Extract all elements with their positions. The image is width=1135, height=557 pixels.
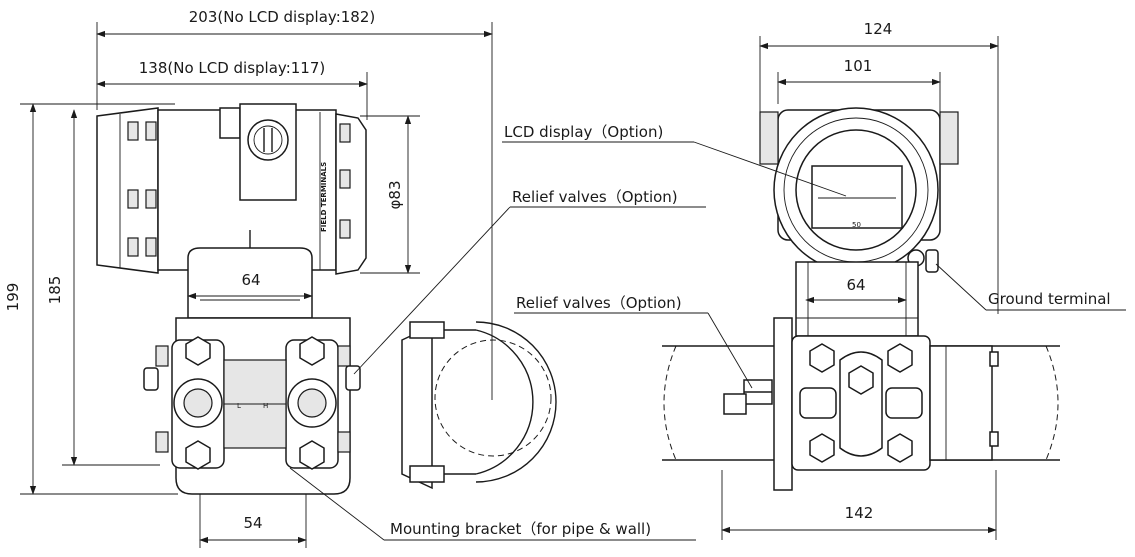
dim-front-124: 124 <box>864 20 893 38</box>
callouts: LCD display（Option) Relief valves（Option… <box>289 123 1126 541</box>
label-ground-terminal: Ground terminal <box>988 290 1111 308</box>
field-terminals-text: FIELD TERMINALS <box>320 162 328 232</box>
lcd-scale-text: 50 <box>852 221 861 229</box>
dim-front-101: 101 <box>844 57 873 75</box>
dim-overall-height: 199 <box>4 283 22 312</box>
dim-housing-diameter: φ83 <box>386 181 404 210</box>
port-high-label: H <box>263 402 268 410</box>
dim-bracket-width-front: 142 <box>845 504 874 522</box>
label-lcd-display: LCD display（Option) <box>504 123 663 141</box>
port-low-label: L <box>237 402 241 410</box>
label-mounting-bracket: Mounting bracket（for pipe & wall) <box>390 520 651 538</box>
dim-flange-width-side: 64 <box>241 271 260 289</box>
dim-bracket-width: 54 <box>243 514 262 532</box>
dim-overall-length: 203(No LCD display:182) <box>189 8 376 26</box>
dim-height-185: 185 <box>46 276 64 305</box>
label-relief-valves-front: Relief valves（Option) <box>516 294 682 312</box>
flange-bolts <box>143 336 361 470</box>
label-relief-valves-side: Relief valves（Option) <box>512 188 678 206</box>
dim-housing-length: 138(No LCD display:117) <box>139 59 326 77</box>
pipe-clamp <box>401 321 557 490</box>
front-bolts <box>799 343 923 463</box>
dim-flange-width-front: 64 <box>846 276 865 294</box>
side-view: FIELD TERMINALS L H <box>4 8 557 548</box>
front-view: 50 124 <box>662 20 1060 540</box>
